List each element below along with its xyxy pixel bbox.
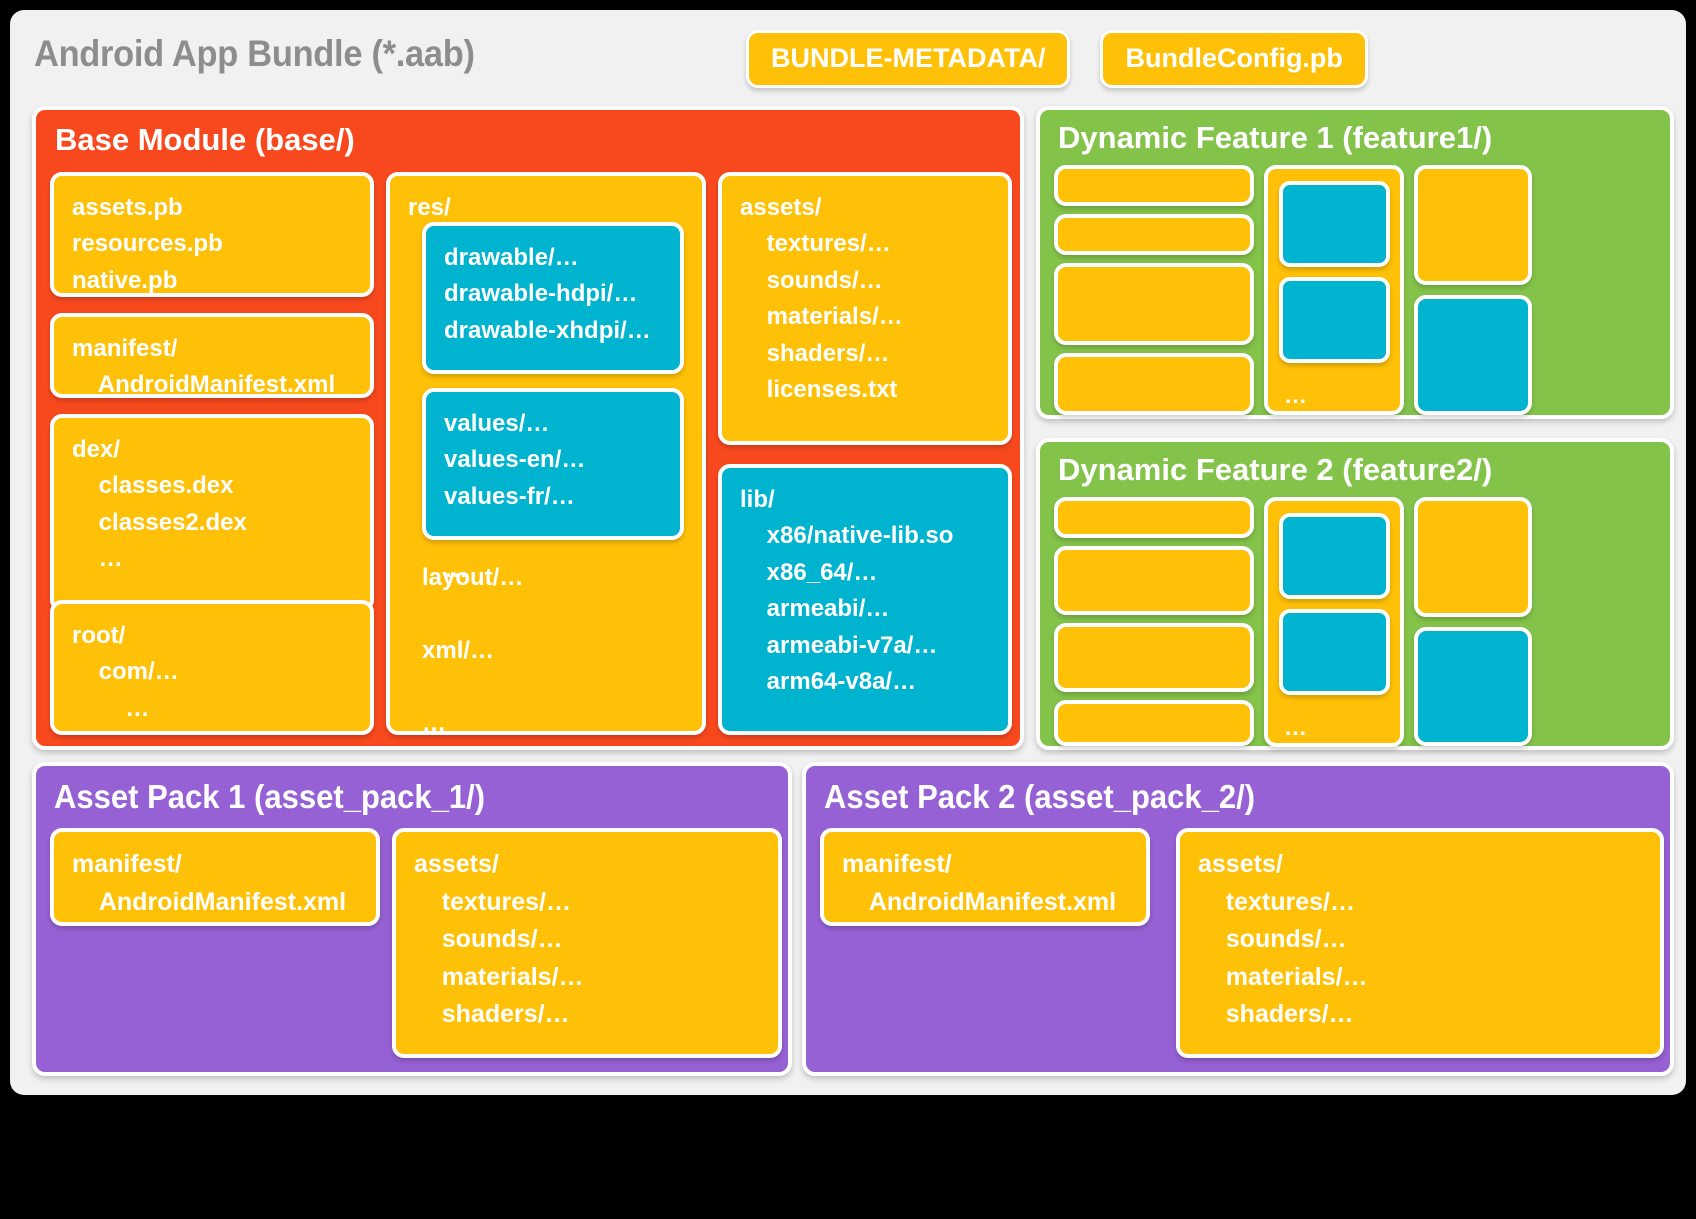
node-base-root-text: root/ com/… … [72, 622, 179, 722]
node-feature2-tile-1[interactable] [1414, 497, 1532, 617]
bundle-header: Android App Bundle (*.aab) [10, 10, 1686, 98]
node-base-lib[interactable]: lib/ x86/native-lib.so x86_64/… armeabi/… [718, 464, 1012, 735]
asset-pack-2-card[interactable]: Asset Pack 2 (asset_pack_2/) manifest/ A… [802, 762, 1674, 1076]
node-base-res-label: res/ [408, 194, 451, 221]
base-module-title: Base Module (base/) [55, 122, 355, 157]
asset-pack-2-title: Asset Pack 2 (asset_pack_2/) [824, 778, 1256, 815]
node-pack1-assets[interactable]: assets/ textures/… sounds/… materials/… … [392, 828, 782, 1058]
node-feature2-group-ellipsis: … [1284, 714, 1307, 740]
node-pack1-assets-text: assets/ textures/… sounds/… materials/… … [414, 850, 584, 1028]
node-feature1-bar-2[interactable] [1054, 214, 1254, 255]
node-feature1-bar-4[interactable] [1054, 353, 1254, 415]
dynamic-feature-2-column-b: … [1264, 497, 1404, 747]
dynamic-feature-2-column-c [1414, 497, 1532, 746]
node-feature1-group-inner-2[interactable] [1279, 277, 1390, 363]
app-bundle-panel: Android App Bundle (*.aab) BUNDLE-METADA… [10, 10, 1686, 1095]
node-pack2-manifest[interactable]: manifest/ AndroidManifest.xml [820, 828, 1150, 926]
node-base-manifest[interactable]: manifest/ AndroidManifest.xml [50, 313, 374, 398]
node-base-res-drawable[interactable]: drawable/… drawable-hdpi/… drawable-xhdp… [422, 222, 684, 417]
page-title: Android App Bundle (*.aab) [34, 33, 475, 74]
node-base-res-values-text: values/… values-en/… values-fr/… … [444, 410, 586, 583]
asset-pack-1-title: Asset Pack 1 (asset_pack_1/) [54, 778, 486, 815]
node-feature2-bar-3[interactable] [1054, 623, 1254, 692]
node-base-res[interactable]: res/ drawable/… drawable-hdpi/… drawable… [386, 172, 706, 737]
chip-bundle-config[interactable]: BundleConfig.pb [1100, 30, 1368, 88]
dynamic-feature-2-title: Dynamic Feature 2 (feature2/) [1058, 452, 1493, 487]
node-feature2-bar-2[interactable] [1054, 546, 1254, 615]
node-feature1-bar-1[interactable] [1054, 165, 1254, 206]
node-feature2-tile-2[interactable] [1414, 627, 1532, 746]
node-base-proto-files-text: assets.pb resources.pb native.pb [72, 194, 223, 294]
node-feature1-tile-2[interactable] [1414, 295, 1532, 415]
dynamic-feature-1-column-b: … [1264, 165, 1404, 415]
node-pack2-manifest-text: manifest/ AndroidManifest.xml [842, 850, 1117, 916]
node-pack2-assets[interactable]: assets/ textures/… sounds/… materials/… … [1176, 828, 1664, 1058]
dynamic-feature-1-column-a [1054, 165, 1254, 415]
node-base-res-tail-text: layout/… xml/… … [422, 564, 524, 737]
dynamic-feature-1-card[interactable]: Dynamic Feature 1 (feature1/) … [1036, 106, 1674, 419]
node-feature2-bar-1[interactable] [1054, 497, 1254, 538]
node-base-manifest-text: manifest/ AndroidManifest.xml [72, 335, 336, 399]
node-base-root[interactable]: root/ com/… … [50, 600, 374, 735]
node-base-proto-files[interactable]: assets.pb resources.pb native.pb [50, 172, 374, 297]
node-base-lib-text: lib/ x86/native-lib.so x86_64/… armeabi/… [740, 486, 954, 696]
node-feature2-bar-4[interactable] [1054, 700, 1254, 746]
dynamic-feature-2-card[interactable]: Dynamic Feature 2 (feature2/) … [1036, 438, 1674, 750]
chip-bundle-metadata[interactable]: BUNDLE-METADATA/ [746, 30, 1071, 88]
dynamic-feature-1-title: Dynamic Feature 1 (feature1/) [1058, 120, 1493, 155]
node-feature1-bar-3[interactable] [1054, 263, 1254, 345]
node-base-assets[interactable]: assets/ textures/… sounds/… materials/… … [718, 172, 1012, 445]
asset-pack-1-card[interactable]: Asset Pack 1 (asset_pack_1/) manifest/ A… [32, 762, 792, 1076]
dynamic-feature-2-column-a [1054, 497, 1254, 746]
node-feature2-group[interactable]: … [1264, 497, 1404, 747]
node-pack1-manifest-text: manifest/ AndroidManifest.xml [72, 850, 347, 916]
node-feature1-group[interactable]: … [1264, 165, 1404, 415]
node-pack1-manifest[interactable]: manifest/ AndroidManifest.xml [50, 828, 380, 926]
node-feature1-group-ellipsis: … [1284, 382, 1307, 408]
node-feature1-tile-1[interactable] [1414, 165, 1532, 285]
base-module-card[interactable]: Base Module (base/) assets.pb resources.… [32, 106, 1024, 750]
node-feature1-group-inner-1[interactable] [1279, 181, 1390, 267]
bundle-metadata-chips: BUNDLE-METADATA/ BundleConfig.pb [746, 30, 1368, 88]
node-pack2-assets-text: assets/ textures/… sounds/… materials/… … [1198, 850, 1368, 1028]
node-feature2-group-inner-2[interactable] [1279, 609, 1390, 695]
node-base-dex[interactable]: dex/ classes.dex classes2.dex … [50, 414, 374, 612]
node-base-dex-text: dex/ classes.dex classes2.dex … [72, 436, 247, 573]
node-feature2-group-inner-1[interactable] [1279, 513, 1390, 599]
node-base-res-values[interactable]: values/… values-en/… values-fr/… … [422, 388, 684, 583]
node-base-assets-text: assets/ textures/… sounds/… materials/… … [740, 194, 903, 404]
dynamic-feature-1-column-c [1414, 165, 1532, 415]
